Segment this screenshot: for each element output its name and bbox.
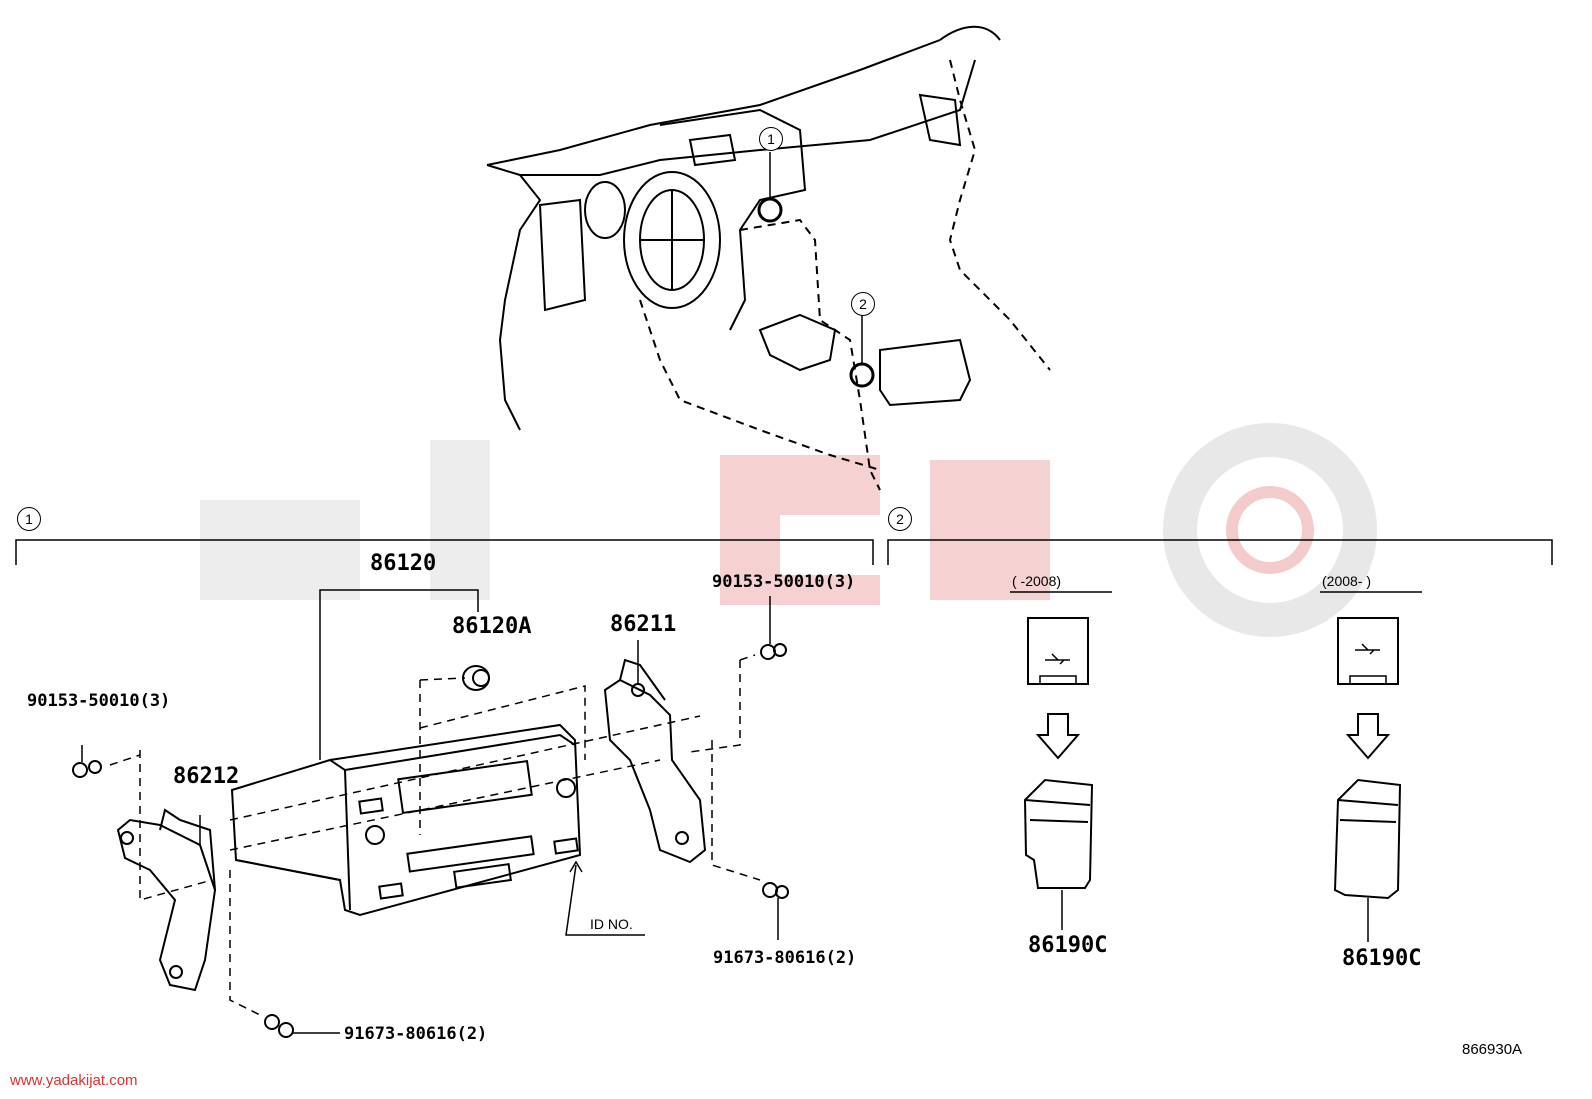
part-86212-label: 86212: [173, 764, 240, 789]
callout-1-top: 1: [759, 127, 783, 151]
usb-ports: [1010, 591, 1422, 942]
usb-right-part: 86190C: [1342, 946, 1422, 971]
usb-icon: [1045, 643, 1380, 665]
diagram-id: 866930A: [1462, 1041, 1523, 1058]
id-no-label: ID NO.: [590, 916, 633, 932]
usb-right-range: (2008- ): [1322, 573, 1372, 589]
screw-right-label: 91673-80616(2): [713, 948, 857, 968]
usb-left-part: 86190C: [1028, 933, 1108, 958]
part-86211-label: 86211: [610, 612, 677, 637]
section-brackets: [15, 539, 1553, 565]
bolt-right-label: 90153-50010(3): [712, 572, 856, 592]
callout-2-top: 2: [851, 292, 875, 316]
watermark-url: www.yadakijat.com: [10, 1072, 138, 1089]
part-86120a-label: 86120A: [452, 614, 532, 639]
part-86120-label: 86120: [370, 551, 437, 576]
usb-left-range: ( -2008): [1012, 573, 1062, 589]
callout-2-section: 2: [888, 507, 912, 531]
screw-bottom-label: 91673-80616(2): [344, 1024, 488, 1044]
bolt-left-label: 90153-50010(3): [27, 691, 171, 711]
radio-assembly: [72, 589, 789, 1038]
watermark-logo: [200, 423, 1377, 637]
dashboard-overview: [486, 25, 1051, 491]
callout-1-section: 1: [17, 507, 41, 531]
